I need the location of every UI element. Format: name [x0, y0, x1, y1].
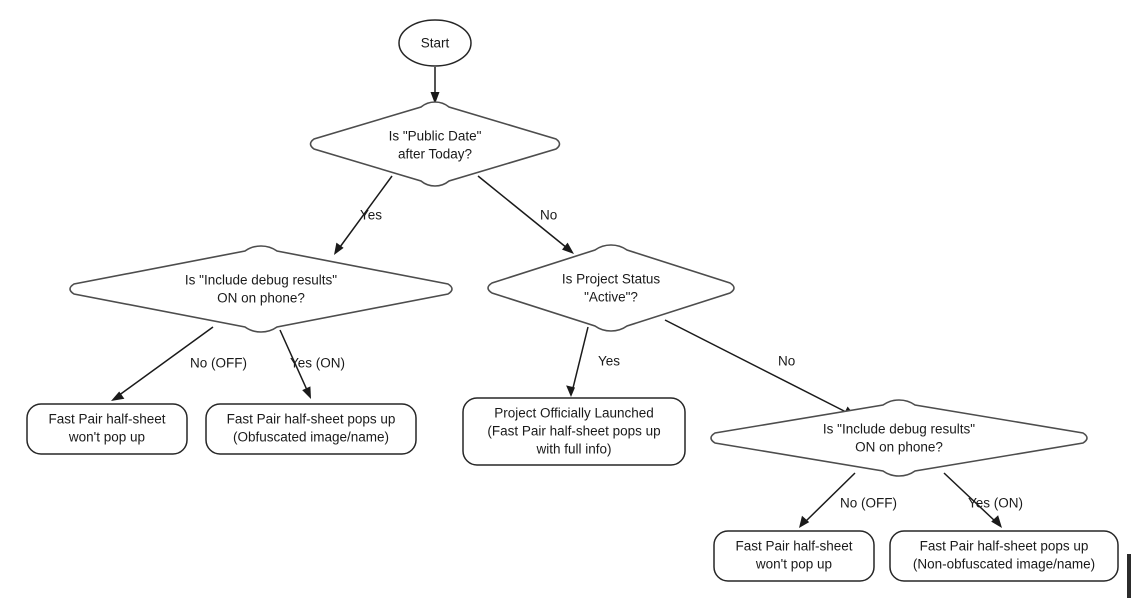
node-right-wont-pop-line2: won't pop up — [755, 557, 832, 572]
node-debug-right[interactable]: Is "Include debug results" ON on phone? — [710, 399, 1088, 477]
edge-start-to-public-date — [430, 67, 440, 104]
node-project-status-line2: "Active"? — [584, 290, 638, 305]
edge-debug-right-yes — [943, 472, 1002, 528]
edge-public-date-yes — [334, 175, 393, 255]
node-debug-left[interactable]: Is "Include debug results" ON on phone? — [69, 245, 453, 333]
edge-label-debug-left-yes: Yes (ON) — [290, 356, 345, 371]
node-project-status-line1: Is Project Status — [562, 272, 661, 287]
node-launched-line3: with full info) — [535, 442, 611, 457]
node-debug-right-line2: ON on phone? — [855, 440, 943, 455]
edge-label-project-status-yes: Yes — [598, 354, 620, 369]
node-launched[interactable]: Project Officially Launched (Fast Pair h… — [462, 397, 686, 466]
node-project-status[interactable]: Is Project Status "Active"? — [487, 244, 735, 332]
edge-label-public-date-no: No — [540, 208, 557, 223]
node-left-wont-pop[interactable]: Fast Pair half-sheet won't pop up — [26, 403, 188, 455]
node-start-label: Start — [421, 36, 450, 51]
node-left-obfuscated[interactable]: Fast Pair half-sheet pops up (Obfuscated… — [205, 403, 417, 455]
node-start[interactable]: Start — [398, 19, 472, 67]
edge-label-public-date-yes: Yes — [360, 208, 382, 223]
edge-debug-left-yes — [279, 329, 311, 399]
node-launched-line1: Project Officially Launched — [494, 406, 654, 421]
node-debug-left-line1: Is "Include debug results" — [185, 273, 337, 288]
node-left-wont-pop-line2: won't pop up — [68, 430, 145, 445]
node-left-obfuscated-line2: (Obfuscated image/name) — [233, 430, 389, 445]
node-launched-line2: (Fast Pair half-sheet pops up — [487, 424, 660, 439]
edge-debug-right-no — [799, 472, 856, 528]
node-public-date[interactable]: Is "Public Date" after Today? — [309, 101, 561, 187]
node-debug-left-line2: ON on phone? — [217, 291, 305, 306]
edge-label-debug-right-yes: Yes (ON) — [968, 496, 1023, 511]
page-edge-artifact — [1127, 554, 1131, 598]
edge-public-date-no — [477, 175, 574, 254]
node-left-wont-pop-line1: Fast Pair half-sheet — [48, 412, 165, 427]
node-public-date-line2: after Today? — [398, 147, 472, 162]
node-right-wont-pop[interactable]: Fast Pair half-sheet won't pop up — [713, 530, 875, 582]
node-right-non-obfuscated-line2: (Non-obfuscated image/name) — [913, 557, 1095, 572]
node-left-obfuscated-line1: Fast Pair half-sheet pops up — [227, 412, 396, 427]
node-debug-right-line1: Is "Include debug results" — [823, 422, 975, 437]
node-right-non-obfuscated[interactable]: Fast Pair half-sheet pops up (Non-obfusc… — [889, 530, 1119, 582]
node-public-date-line1: Is "Public Date" — [389, 129, 482, 144]
node-right-wont-pop-line1: Fast Pair half-sheet — [735, 539, 852, 554]
edge-label-debug-left-no: No (OFF) — [190, 356, 247, 371]
edge-debug-left-no — [111, 326, 214, 401]
edge-label-project-status-no: No — [778, 354, 795, 369]
node-right-non-obfuscated-line1: Fast Pair half-sheet pops up — [920, 539, 1089, 554]
edge-project-status-no — [664, 319, 856, 417]
edge-label-debug-right-no: No (OFF) — [840, 496, 897, 511]
edge-project-status-yes — [566, 326, 589, 397]
